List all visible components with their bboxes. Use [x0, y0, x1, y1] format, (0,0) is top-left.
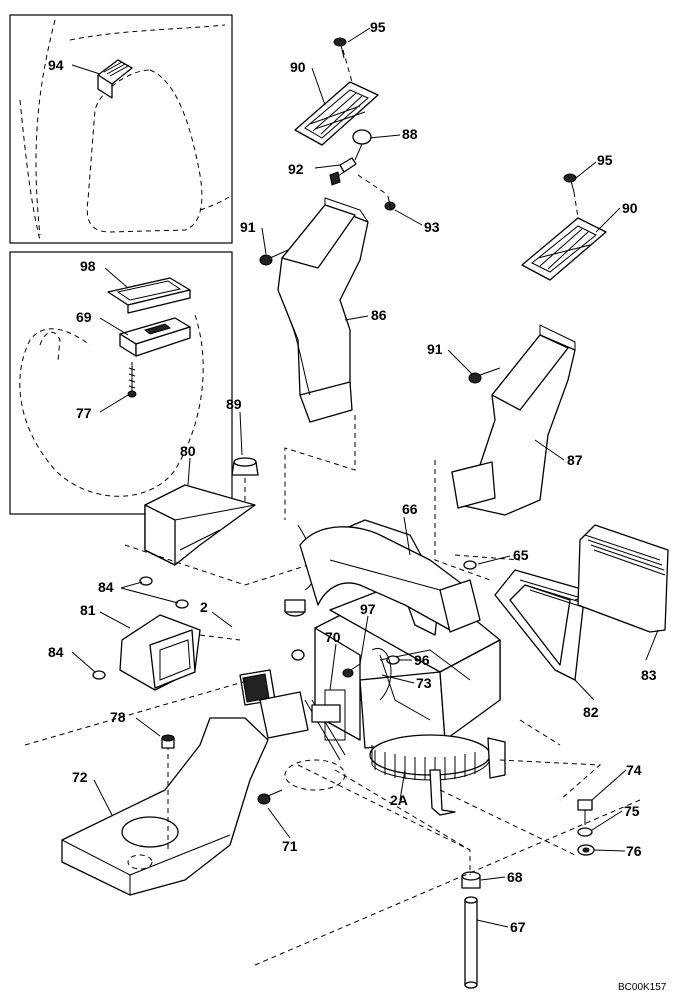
callout-67: 67 — [510, 919, 526, 935]
callout-71: 71 — [282, 838, 298, 854]
callout-88: 88 — [402, 126, 418, 142]
part-80-duct — [124, 484, 341, 586]
part-66-duct — [299, 526, 481, 633]
part-90-grille-a — [294, 81, 379, 146]
callout-75: 75 — [624, 803, 640, 819]
callout-66: 66 — [402, 501, 418, 517]
callout-65: 65 — [513, 547, 529, 563]
part-98-cover — [107, 277, 191, 314]
callout-90: 90 — [622, 200, 638, 216]
part-75-washer — [577, 827, 593, 837]
callout-98: 98 — [80, 258, 96, 274]
callout-94: 94 — [48, 57, 64, 73]
callout-84: 84 — [48, 644, 64, 660]
part-76-nut — [577, 844, 595, 856]
callout-69: 69 — [76, 309, 92, 325]
part-97-screw — [342, 663, 361, 678]
part-86-duct — [277, 197, 369, 520]
callout-2: 2 — [200, 599, 208, 615]
inset-box-top — [9, 14, 233, 244]
callout-96: 96 — [414, 652, 430, 668]
callout-72: 72 — [72, 769, 88, 785]
callout-86: 86 — [371, 307, 387, 323]
part-89-cap — [231, 457, 259, 505]
part-95-screw-a — [333, 37, 353, 83]
callout-70: 70 — [325, 629, 341, 645]
callout-81: 81 — [80, 602, 96, 618]
part-68-grommet — [461, 871, 481, 889]
callout-76: 76 — [626, 843, 642, 859]
callout-89: 89 — [226, 396, 242, 412]
inset-box-middle — [9, 251, 233, 515]
callout-90: 90 — [290, 59, 306, 75]
part-74-bolt — [577, 799, 593, 825]
part-78-bolt — [161, 734, 175, 749]
part-84-grommets — [92, 576, 189, 680]
callout-68: 68 — [507, 869, 523, 885]
part-72-duct — [61, 717, 269, 896]
callout-74: 74 — [626, 762, 642, 778]
callout-73: 73 — [416, 675, 432, 691]
part-81-vent — [119, 614, 241, 691]
part-83-filter — [577, 524, 669, 633]
part-91-bolt-b — [468, 367, 501, 384]
part-90-grille-b — [521, 217, 607, 281]
callout-83: 83 — [641, 667, 657, 683]
part-93-screw — [357, 174, 396, 211]
part-67-tube — [464, 896, 478, 989]
callout-95: 95 — [597, 152, 613, 168]
part-65-grommet — [454, 554, 521, 570]
callout-95: 95 — [370, 19, 386, 35]
drawing-code: BC00K157 — [618, 982, 667, 993]
leader-lines — [71, 27, 659, 928]
callout-77: 77 — [76, 405, 92, 421]
part-71-bolt — [257, 789, 283, 805]
callout-labels: 94 95 90 88 92 93 95 90 98 69 77 91 86 9… — [48, 19, 657, 935]
part-77-screw — [127, 362, 137, 398]
callout-2a: 2A — [390, 792, 408, 808]
callout-80: 80 — [180, 443, 196, 459]
callout-91: 91 — [427, 341, 443, 357]
alignment-lines — [24, 679, 641, 966]
callout-84: 84 — [98, 579, 114, 595]
part-82-filter — [494, 569, 646, 681]
callout-97: 97 — [360, 601, 376, 617]
part-91-bolt-a — [259, 249, 289, 266]
part-88-clip — [352, 129, 372, 161]
callout-78: 78 — [110, 709, 126, 725]
callout-91: 91 — [240, 219, 256, 235]
part-92-connector — [329, 157, 357, 186]
callout-92: 92 — [288, 161, 304, 177]
callout-87: 87 — [567, 452, 583, 468]
part-87-duct — [434, 324, 576, 581]
callout-93: 93 — [424, 219, 440, 235]
part-95-screw-b — [563, 173, 579, 219]
part-94-vent — [97, 59, 133, 99]
part-69-switch — [119, 317, 191, 357]
callout-82: 82 — [583, 704, 599, 720]
part-73-cable — [371, 647, 392, 701]
